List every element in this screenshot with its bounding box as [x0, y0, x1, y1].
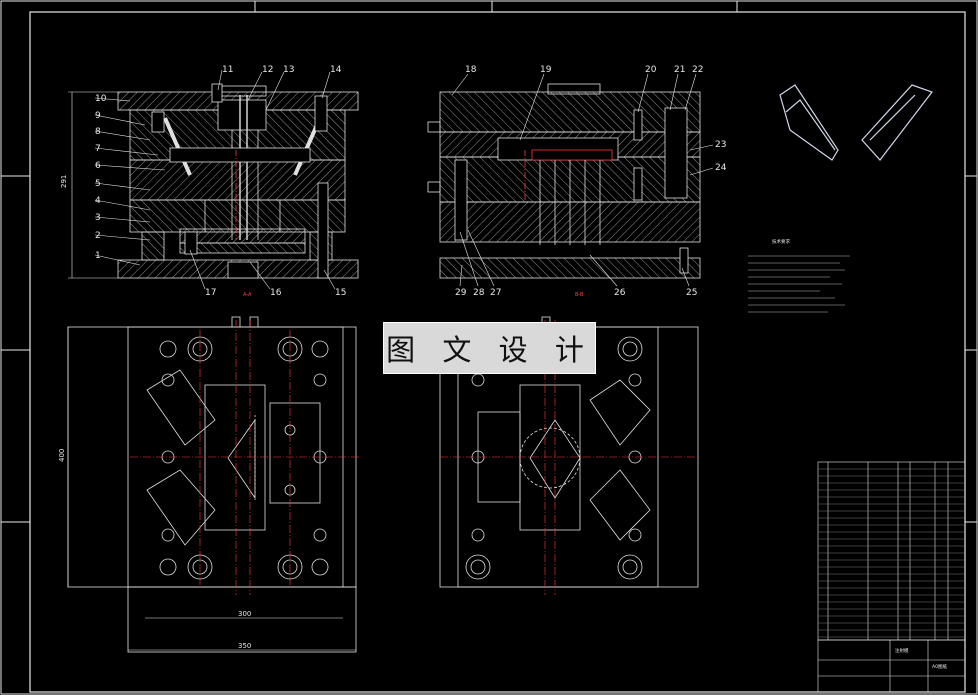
svg-text:20: 20 [645, 65, 657, 75]
part-3d-preview [779, 84, 933, 161]
plan-left-centerlines [130, 320, 360, 595]
svg-text:18: 18 [465, 65, 477, 75]
svg-text:14: 14 [330, 65, 342, 75]
svg-text:21: 21 [674, 65, 685, 75]
section-label-b: B-B [575, 292, 584, 298]
dimension-width-outer: 350 [238, 642, 251, 650]
title-drawing-no: A0图纸 [932, 663, 947, 670]
watermark-banner: 图 文 设 计 [383, 322, 596, 374]
svg-text:7: 7 [95, 144, 101, 154]
svg-text:3: 3 [95, 213, 101, 223]
dimension-width-inner: 300 [238, 610, 251, 618]
svg-text:27: 27 [490, 288, 501, 298]
svg-text:13: 13 [283, 65, 294, 75]
svg-text:23: 23 [715, 140, 726, 150]
svg-text:24: 24 [715, 163, 727, 173]
tech-notes-lines [748, 255, 850, 313]
svg-text:25: 25 [686, 288, 697, 298]
svg-text:5: 5 [95, 179, 101, 189]
svg-text:16: 16 [270, 288, 282, 298]
callout-leaders-b [451, 73, 714, 287]
callouts-b: 18 19 20 21 22 23 24 29 28 27 26 25 [455, 65, 727, 298]
plan-left-dims [67, 327, 356, 651]
svg-text:26: 26 [614, 288, 626, 298]
section-label-a: A-A [243, 292, 252, 298]
title-block [817, 639, 966, 693]
svg-text:4: 4 [95, 196, 101, 206]
callouts-a: 10 9 8 7 6 5 4 3 2 1 11 12 13 14 17 16 1… [95, 65, 346, 298]
dimension-lines-a [68, 69, 336, 290]
dimension-height: 291 [60, 175, 68, 188]
svg-text:10: 10 [95, 94, 107, 104]
watermark-text: 图 文 设 计 [386, 333, 593, 367]
section-view-b [427, 83, 701, 279]
svg-text:2: 2 [95, 231, 101, 241]
svg-text:9: 9 [95, 111, 101, 121]
svg-text:17: 17 [205, 288, 216, 298]
section-view-a [117, 83, 359, 279]
svg-text:6: 6 [95, 161, 101, 171]
svg-text:28: 28 [473, 288, 485, 298]
bill-of-materials [817, 461, 966, 641]
svg-text:29: 29 [455, 288, 467, 298]
title-part-name: 注射模 [895, 647, 909, 654]
svg-text:8: 8 [95, 127, 101, 137]
dimension-bottom-height: 400 [58, 449, 66, 462]
bom-row-lines [818, 468, 965, 638]
svg-text:15: 15 [335, 288, 346, 298]
svg-text:11: 11 [222, 65, 233, 75]
svg-text:1: 1 [95, 251, 101, 261]
svg-text:22: 22 [692, 65, 703, 75]
tech-notes-title: 技术要求 [772, 238, 790, 245]
svg-text:12: 12 [262, 65, 273, 75]
plan-view-left [67, 316, 357, 653]
svg-text:19: 19 [540, 65, 552, 75]
